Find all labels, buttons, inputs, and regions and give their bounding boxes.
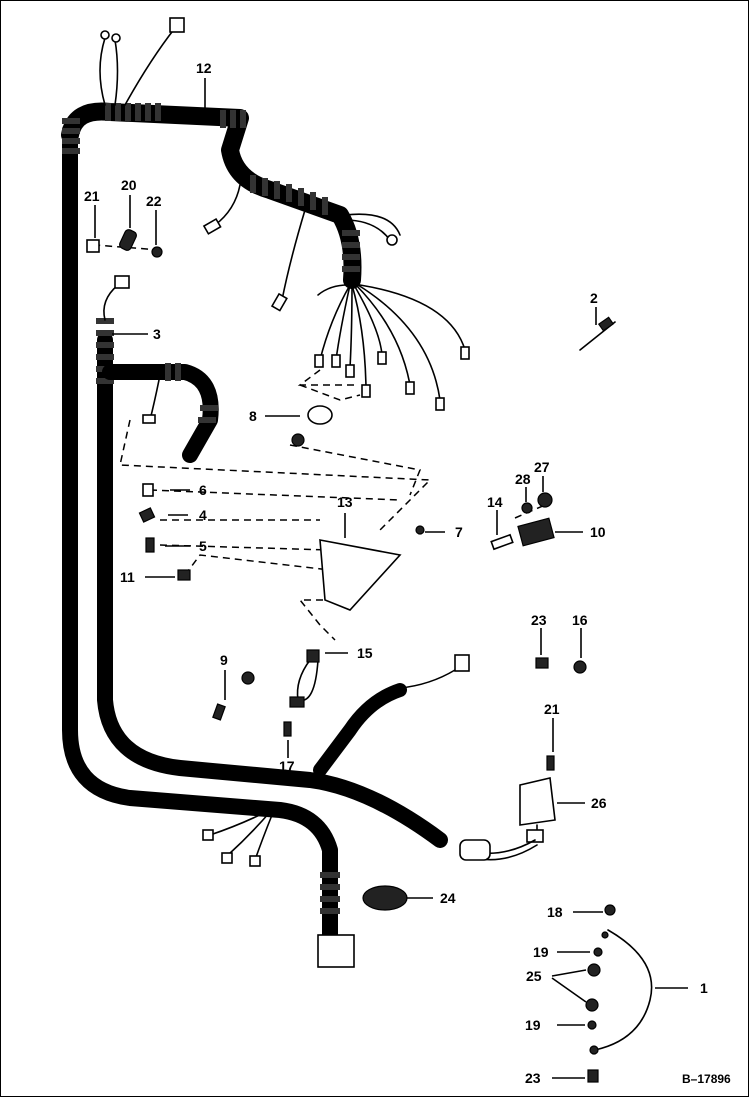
callout-1: 1: [700, 980, 708, 996]
callout-26: 26: [591, 795, 607, 811]
wire-fan: [314, 284, 470, 411]
callout-18: 18: [547, 904, 563, 920]
callout-15: 15: [357, 645, 373, 661]
callout-5: 5: [199, 538, 207, 554]
branch-harness: [102, 275, 219, 463]
callout-9: 9: [220, 652, 228, 668]
callout-6: 6: [199, 482, 207, 498]
callout-24: 24: [440, 890, 456, 906]
callout-28: 28: [515, 471, 531, 487]
callout-22: 22: [146, 193, 162, 209]
callout-19-lower: 19: [525, 1017, 541, 1033]
dashed-leaders: [94, 244, 546, 641]
callout-21-top: 21: [84, 188, 100, 204]
callout-16: 16: [572, 612, 588, 628]
callout-27: 27: [534, 459, 550, 475]
leader-lines: [94, 78, 688, 1079]
callout-20: 20: [121, 177, 137, 193]
callout-23-bottom: 23: [525, 1070, 541, 1086]
callout-12: 12: [196, 60, 212, 76]
callout-14: 14: [487, 494, 503, 510]
callout-10: 10: [590, 524, 606, 540]
callout-25: 25: [526, 968, 542, 984]
callout-4: 4: [199, 507, 207, 523]
callout-7: 7: [455, 524, 463, 540]
main-harness: [62, 122, 448, 948]
callout-3: 3: [153, 326, 161, 342]
parts: [86, 229, 653, 1083]
callout-2: 2: [590, 290, 598, 306]
callout-17: 17: [279, 758, 295, 774]
callout-21-lower: 21: [544, 701, 560, 717]
callout-labels: 12 3 8 6 4 5 11 7 13 10 14 28 27 2 21 20…: [84, 60, 731, 1086]
upper-harness: [61, 17, 401, 384]
callout-8: 8: [249, 408, 257, 424]
figure-id: B–17896: [682, 1072, 731, 1086]
callout-19-upper: 19: [533, 944, 549, 960]
callout-13: 13: [337, 494, 353, 510]
callout-11: 11: [120, 569, 135, 585]
callout-23-mid: 23: [531, 612, 547, 628]
